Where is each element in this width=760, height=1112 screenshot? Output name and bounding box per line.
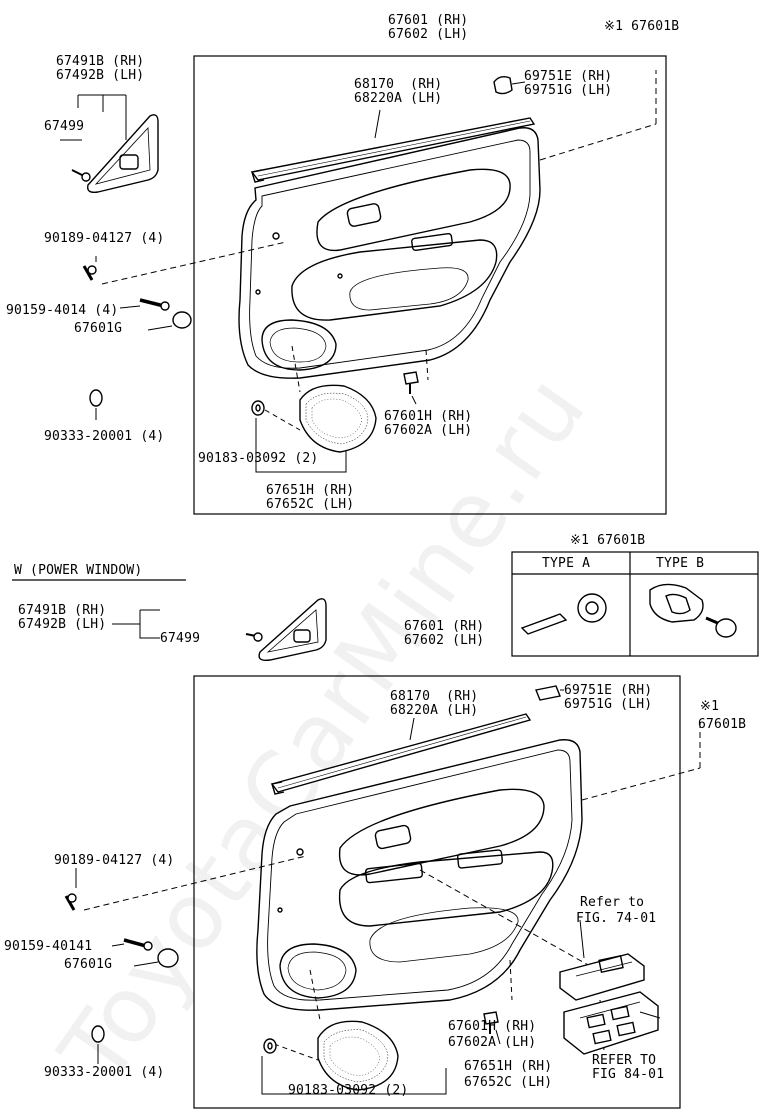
bottom-section-title: W (POWER WINDOW) [14,563,143,578]
type-a-header: TYPE A [542,556,591,571]
bottom-bolt-90333-icon [91,1025,105,1043]
top-screw-90189-icon [82,265,97,281]
type-b-header: TYPE B [656,556,705,571]
window-switch-lower-icon [563,991,661,1055]
top-triangle-lh-label: 67492B (LH) [56,68,145,83]
bottom-clip-icon [535,685,561,701]
top-clip-icon [493,75,513,95]
bottom-panel-lh-label: 67602 (LH) [404,633,485,648]
refer-fig-84-line1: REFER TO [592,1053,657,1068]
bottom-triangle-lh-label: 67492B (LH) [18,617,107,632]
bottom-speaker-grille [317,1020,399,1091]
bottom-clip-lh-label: 69751G (LH) [564,697,653,712]
top-grille-lh-label: 67652C (LH) [266,497,355,512]
top-screw2-label: 90159-4014 (4) [6,303,119,318]
bottom-clip-rh-label: 69751E (RH) [564,683,653,698]
top-note-b-label: ※1 67601B [604,19,680,34]
top-screw-90159-icon [139,298,170,311]
top-weatherstrip-rh-label: 68170 (RH) [354,77,443,92]
bottom-door-panel [256,739,583,1011]
top-clip-lh-label: 69751G (LH) [524,83,613,98]
top-panel-lh-label: 67602 (LH) [388,27,469,42]
bottom-washer-label: 90183-03092 (2) [288,1083,409,1098]
bottom-clip2-rh-label: 67601H (RH) [448,1019,537,1034]
type-table [511,551,759,657]
bottom-weatherstrip-lh-label: 68220A (LH) [390,703,479,718]
top-speaker-grille [299,384,377,453]
top-cap-67601G-icon [172,311,192,329]
top-bolt-90333-icon [89,389,103,407]
bottom-grille-rh-label: 67651H (RH) [464,1059,553,1074]
type-b-fastener-icon [649,583,737,638]
bottom-bolt-label: 90333-20001 (4) [44,1065,165,1080]
bottom-cap-67601G-icon [157,948,179,968]
top-clip2-lh-label: 67602A (LH) [384,423,473,438]
top-panel-rh-label: 67601 (RH) [388,13,469,28]
refer-fig-74-line1: Refer to [580,895,645,910]
top-cap-label: 67601G [74,321,123,336]
bottom-screw1-label: 90189-04127 (4) [54,853,175,868]
bottom-note-right-mark: ※1 [700,699,720,714]
bottom-washer-icon [263,1038,277,1054]
window-switch-upper-icon [559,953,645,1001]
bottom-screw2-label: 90159-40141 [4,939,93,954]
top-triangle-screw-icon [71,169,91,182]
bottom-panel-rh-label: 67601 (RH) [404,619,485,634]
bottom-triangle-rh-label: 67491B (RH) [18,603,107,618]
top-weatherstrip [250,117,536,183]
type-a-fastener-icon [520,593,607,635]
bottom-grille-lh-label: 67652C (LH) [464,1075,553,1090]
refer-fig-74-line2: FIG. 74-01 [576,911,657,926]
bottom-triangle-screw-icon [245,632,263,642]
bottom-triangle-part-label: 67499 [160,631,201,646]
top-bolt-label: 90333-20001 (4) [44,429,165,444]
top-triangle-part-label: 67499 [44,119,85,134]
bottom-note-b-label: ※1 67601B [570,533,646,548]
top-washer-icon [251,400,265,416]
top-triangle-rh-label: 67491B (RH) [56,54,145,69]
top-grille-rh-label: 67651H (RH) [266,483,355,498]
bottom-weatherstrip [270,713,532,795]
top-screw1-label: 90189-04127 (4) [44,231,165,246]
top-triangle-trim [87,114,159,194]
top-clip2-rh-label: 67601H (RH) [384,409,473,424]
bottom-clip2-lh-label: 67602A (LH) [448,1035,537,1050]
bottom-screw-90189-icon [64,893,77,911]
top-clip-rh-label: 69751E (RH) [524,69,613,84]
top-clip-67601H-icon [403,371,419,394]
bottom-clip-67601H-icon [483,1011,499,1034]
top-weatherstrip-lh-label: 68220A (LH) [354,91,443,106]
top-frame [193,55,667,515]
bottom-triangle-trim [258,598,327,662]
top-door-panel [238,127,541,379]
top-washer-label: 90183-03092 (2) [198,451,319,466]
bottom-note-right-part: 67601B [698,717,747,732]
bottom-cap-label: 67601G [64,957,113,972]
bottom-frame [193,675,681,1109]
refer-fig-84-line2: FIG 84-01 [592,1067,665,1082]
bottom-weatherstrip-rh-label: 68170 (RH) [390,689,479,704]
bottom-screw-90159-icon [123,938,153,951]
